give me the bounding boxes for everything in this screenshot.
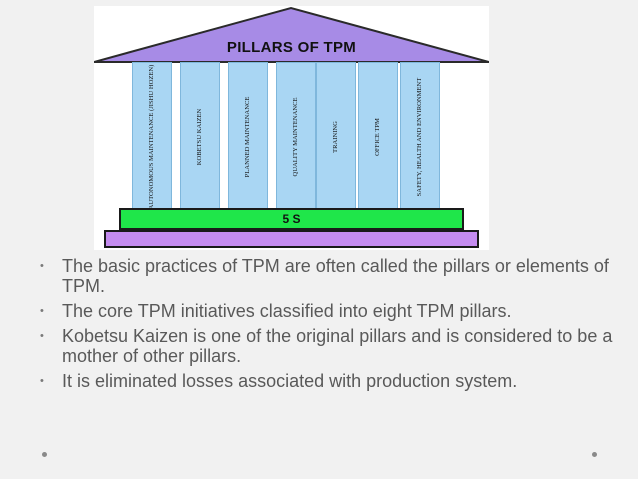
pillar-label: SAFETY, HEALTH AND ENVIRONMENT bbox=[416, 77, 423, 197]
diagram-title: PILLARS OF TPM bbox=[226, 39, 357, 56]
bullet-text: The core TPM initiatives classified into… bbox=[62, 301, 512, 321]
pillar-quality-maintenance: QUALITY MAINTENANCE bbox=[276, 62, 316, 212]
pillar-label: AUTONOMOUS MAINTENANCE (JISHU HOZEN) bbox=[148, 64, 155, 210]
roof-shape bbox=[94, 6, 489, 63]
corner-dot-icon bbox=[592, 452, 597, 457]
bullet-item: • The core TPM initiatives classified in… bbox=[40, 301, 620, 321]
pillar-safety-health-environment: SAFETY, HEALTH AND ENVIRONMENT bbox=[400, 62, 440, 212]
bullet-text: Kobetsu Kaizen is one of the original pi… bbox=[62, 326, 613, 366]
bullet-dot-icon: • bbox=[40, 330, 44, 342]
bullet-item: • It is eliminated losses associated wit… bbox=[40, 371, 620, 391]
pillar-label: OFFICE TPM bbox=[374, 118, 381, 156]
pillar-label: TRAINING bbox=[332, 121, 339, 153]
pillar-planned-maintenance: PLANNED MAINTENANCE bbox=[228, 62, 268, 212]
base-5s: 5 S bbox=[119, 208, 464, 230]
corner-dot-icon bbox=[42, 452, 47, 457]
bullet-text: It is eliminated losses associated with … bbox=[62, 371, 518, 391]
pillar-training: TRAINING bbox=[316, 62, 356, 212]
pillar-label: KOBETSU KAIZEN bbox=[196, 108, 203, 166]
bullet-dot-icon: • bbox=[40, 305, 44, 317]
pillar-kobetsu-kaizen: KOBETSU KAIZEN bbox=[180, 62, 220, 212]
bullet-dot-icon: • bbox=[40, 260, 44, 272]
bullet-dot-icon: • bbox=[40, 375, 44, 387]
tpm-pillars-diagram: PILLARS OF TPM AUTONOMOUS MAINTENANCE (J… bbox=[94, 6, 489, 250]
bullet-item: • The basic practices of TPM are often c… bbox=[40, 256, 620, 296]
bullet-item: • Kobetsu Kaizen is one of the original … bbox=[40, 326, 620, 366]
pillar-label: QUALITY MAINTENANCE bbox=[292, 97, 299, 177]
pillar-label: PLANNED MAINTENANCE bbox=[244, 96, 251, 178]
bullet-list: • The basic practices of TPM are often c… bbox=[40, 256, 620, 396]
base-foundation bbox=[104, 230, 479, 248]
bullet-text: The basic practices of TPM are often cal… bbox=[62, 256, 609, 296]
pillar-autonomous-maintenance: AUTONOMOUS MAINTENANCE (JISHU HOZEN) bbox=[132, 62, 172, 212]
pillar-office-tpm: OFFICE TPM bbox=[358, 62, 398, 212]
